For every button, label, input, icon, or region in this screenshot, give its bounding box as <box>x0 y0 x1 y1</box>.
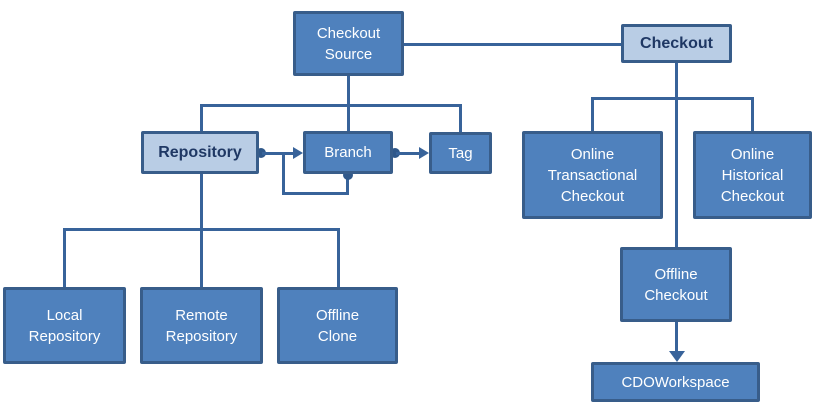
edge-drop-tag <box>459 104 462 133</box>
node-local-repository: Local Repository <box>3 287 126 364</box>
node-tag: Tag <box>429 132 492 174</box>
node-online-historical-checkout: Online Historical Checkout <box>693 131 812 219</box>
edge-drop-offline-clone <box>337 228 340 287</box>
edge-branch-tag <box>396 152 420 155</box>
edge-drop-remote-repository <box>200 228 203 287</box>
edge-top-bus <box>200 104 462 107</box>
edge-drop-online-transactional <box>591 97 594 131</box>
arrowhead-branch-icon <box>293 147 303 159</box>
aggregation-dot-branch-bottom <box>343 170 353 180</box>
edge-repository-stem <box>200 174 203 230</box>
edge-branch-loop-left <box>282 153 285 195</box>
edge-checkoutsource-stem <box>347 76 350 106</box>
node-offline-checkout: Offline Checkout <box>620 247 732 322</box>
node-online-transactional-checkout: Online Transactional Checkout <box>522 131 663 219</box>
edge-repository-branch <box>262 152 294 155</box>
arrowhead-tag-icon <box>419 147 429 159</box>
edge-branch-loop-right <box>346 176 349 195</box>
edge-offlinecheckout-cdoworkspace <box>675 321 678 352</box>
node-cdo-workspace: CDOWorkspace <box>591 362 760 402</box>
node-checkout: Checkout <box>621 24 732 63</box>
aggregation-dot-branch-right <box>390 148 400 158</box>
edge-drop-online-historical <box>751 97 754 131</box>
node-branch: Branch <box>303 131 393 174</box>
edge-right-bus <box>591 97 754 100</box>
edge-checkout-stem <box>675 62 678 98</box>
edge-drop-repository <box>200 104 203 131</box>
edge-checkoutsource-checkout <box>404 43 622 46</box>
aggregation-dot-repository <box>256 148 266 158</box>
arrowhead-cdoworkspace-icon <box>669 351 685 362</box>
edge-drop-local-repository <box>63 228 66 287</box>
node-checkout-source: Checkout Source <box>293 11 404 76</box>
node-repository: Repository <box>141 131 259 174</box>
edge-drop-branch <box>347 104 350 131</box>
node-offline-clone: Offline Clone <box>277 287 398 364</box>
edge-branch-loop-bottom <box>282 192 349 195</box>
node-remote-repository: Remote Repository <box>140 287 263 364</box>
edge-drop-offline-checkout <box>675 97 678 247</box>
